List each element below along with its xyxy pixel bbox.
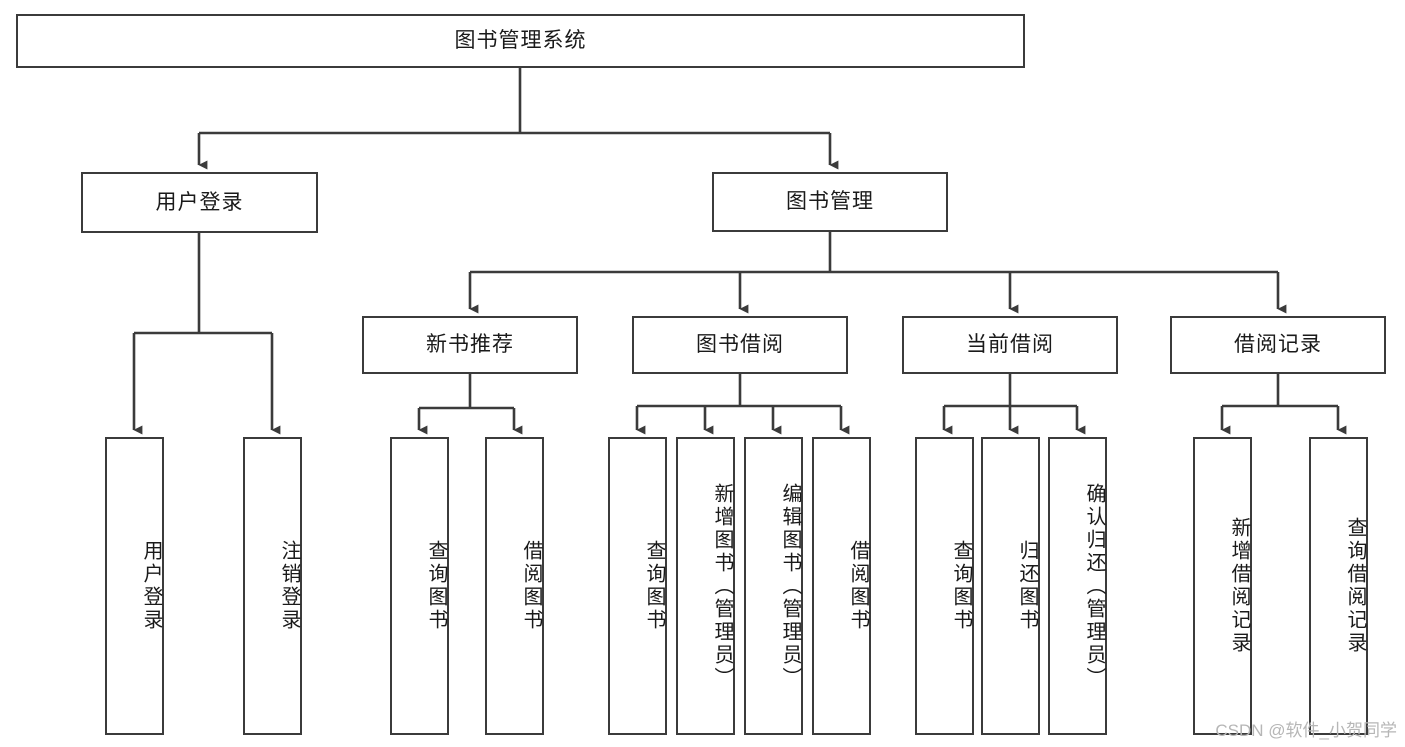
node-label: 查询图书 xyxy=(950,540,972,632)
leaf-recommend-borrow-book[interactable]: 借阅图书 xyxy=(485,437,544,735)
leaf-borrow-borrow-book[interactable]: 借阅图书 xyxy=(812,437,871,735)
node-label: 新增图书（管理员） xyxy=(711,482,733,690)
leaf-current-return-book[interactable]: 归还图书 xyxy=(981,437,1040,735)
node-label: 当前借阅 xyxy=(966,333,1054,357)
node-label: 注销登录 xyxy=(278,540,300,632)
node-label: 新书推荐 xyxy=(426,333,514,357)
leaf-record-query-record[interactable]: 查询借阅记录 xyxy=(1309,437,1368,735)
watermark: CSDN @软件_小贺同学 xyxy=(1215,721,1397,740)
node-label: 图书借阅 xyxy=(696,333,784,357)
node-user-login[interactable]: 用户登录 xyxy=(81,172,318,233)
node-label: 用户登录 xyxy=(140,540,162,632)
node-label: 借阅图书 xyxy=(847,540,869,632)
node-label: 借阅记录 xyxy=(1234,333,1322,357)
leaf-current-query-book[interactable]: 查询图书 xyxy=(915,437,974,735)
leaf-recommend-query-book[interactable]: 查询图书 xyxy=(390,437,449,735)
leaf-user-login-logout[interactable]: 注销登录 xyxy=(243,437,302,735)
node-label: 用户登录 xyxy=(155,190,244,214)
node-borrow-record[interactable]: 借阅记录 xyxy=(1170,316,1386,374)
node-label: 借阅图书 xyxy=(520,540,542,632)
node-label: 图书管理 xyxy=(786,190,874,214)
node-new-book-recommend[interactable]: 新书推荐 xyxy=(362,316,578,374)
node-label: 查询借阅记录 xyxy=(1344,517,1366,655)
leaf-borrow-query-book[interactable]: 查询图书 xyxy=(608,437,667,735)
node-label: 查询图书 xyxy=(643,540,665,632)
node-label: 确认归还（管理员） xyxy=(1083,482,1105,690)
node-label: 新增借阅记录 xyxy=(1228,517,1250,655)
leaf-borrow-edit-book-admin[interactable]: 编辑图书（管理员） xyxy=(744,437,803,735)
leaf-borrow-add-book-admin[interactable]: 新增图书（管理员） xyxy=(676,437,735,735)
node-root-system[interactable]: 图书管理系统 xyxy=(16,14,1025,68)
leaf-user-login-login[interactable]: 用户登录 xyxy=(105,437,164,735)
leaf-current-confirm-return-admin[interactable]: 确认归还（管理员） xyxy=(1048,437,1107,735)
node-label: 编辑图书（管理员） xyxy=(779,482,801,690)
node-label: 查询图书 xyxy=(425,540,447,632)
node-book-management[interactable]: 图书管理 xyxy=(712,172,948,232)
node-label: 图书管理系统 xyxy=(454,29,587,53)
node-book-borrow[interactable]: 图书借阅 xyxy=(632,316,848,374)
node-label: 归还图书 xyxy=(1016,540,1038,632)
node-current-borrow[interactable]: 当前借阅 xyxy=(902,316,1118,374)
leaf-record-add-record[interactable]: 新增借阅记录 xyxy=(1193,437,1252,735)
